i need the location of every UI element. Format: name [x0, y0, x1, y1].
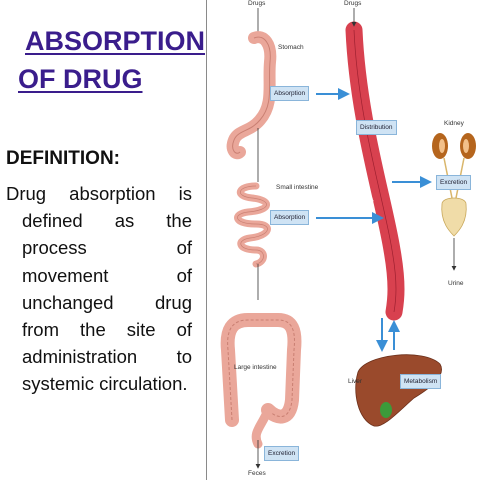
word: is [178, 183, 192, 204]
definition-line: defined as the [6, 207, 192, 234]
kidney-label: Kidney [444, 120, 464, 127]
word: to [176, 346, 192, 368]
diagram-artwork [220, 8, 476, 469]
word: administration [22, 346, 138, 368]
word: of [176, 237, 192, 259]
bladder-organ [441, 197, 467, 237]
word: site [126, 319, 156, 341]
distribution-box: Distribution [356, 120, 397, 135]
liver-organ [355, 354, 442, 427]
slide-title: ABSORPTION OF DRUG [18, 22, 206, 98]
large-intestine-organ [220, 313, 302, 449]
definition-line: movement of [6, 262, 192, 289]
large-intestine-label: Large intestine [234, 364, 277, 371]
definition-text: Drug absorption is defined as the proces… [6, 180, 192, 398]
excretion-box-kidney: Excretion [436, 175, 472, 190]
feces-label: Feces [248, 470, 266, 477]
word: movement [22, 264, 109, 286]
drugs-oral-label: Drugs [248, 0, 266, 7]
definition-line: Drug absorption is [6, 180, 192, 207]
word: unchanged [22, 291, 114, 313]
definition-line: systemic circulation. [6, 370, 192, 397]
drug-pathway-diagram: Drugs Drugs Stomach Absorption Distribut… [208, 0, 480, 480]
word: as [114, 210, 135, 232]
urine-label: Urine [448, 280, 464, 287]
absorption-box-1: Absorption [270, 86, 310, 101]
word: of [176, 264, 192, 286]
word: defined [22, 210, 83, 232]
stomach-organ [226, 31, 277, 160]
word: of [176, 319, 192, 341]
stomach-outline [232, 36, 271, 154]
metabolism-box: Metabolism [400, 374, 442, 389]
stomach-label: Stomach [278, 44, 304, 51]
absorption-box-2: Absorption [270, 210, 310, 225]
column-divider [206, 0, 207, 480]
definition-line: unchanged drug [6, 289, 192, 316]
drugs-iv-label: Drugs [344, 0, 362, 7]
definition-line: process of [6, 234, 192, 261]
word: the [166, 210, 192, 232]
word: systemic circulation. [22, 373, 188, 395]
bloodstream-center-line [353, 29, 397, 313]
definition-line: administration to [6, 343, 192, 370]
excretion-box-feces: Excretion [264, 446, 300, 461]
definition-label: DEFINITION: [6, 148, 120, 169]
small-intestine-label: Small intestine [276, 184, 319, 191]
word: from [22, 319, 59, 341]
definition-line: from the site of [6, 316, 192, 343]
title-line-2: OF DRUG [18, 64, 143, 94]
word: absorption [69, 183, 156, 204]
word: drug [154, 291, 192, 313]
word: the [80, 319, 106, 341]
liver-label: Liver [348, 378, 363, 385]
small-intestine-organ [234, 182, 271, 268]
word: process [22, 237, 87, 259]
title-line-1: ABSORPTION [25, 26, 206, 56]
word: Drug [6, 183, 47, 204]
